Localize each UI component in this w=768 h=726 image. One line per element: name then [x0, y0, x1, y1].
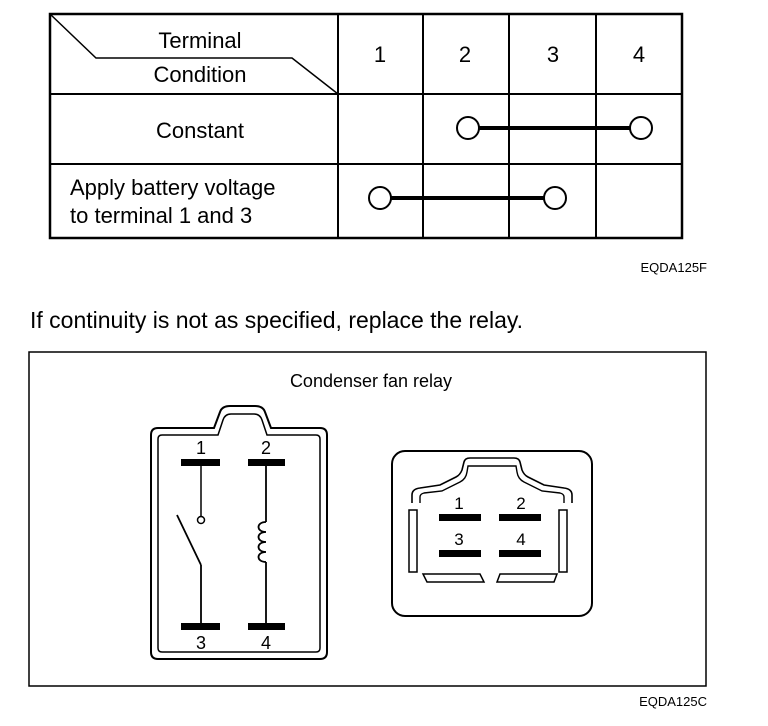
header-diagonal	[49, 13, 339, 95]
connector-pin-1	[439, 514, 481, 521]
connector-latch-right	[558, 509, 568, 573]
relay-schematic: 1 2 3 4	[150, 405, 328, 660]
schematic-outer-case	[150, 405, 328, 660]
header-condition: Condition	[154, 62, 247, 87]
figure-code-relay: EQDA125C	[639, 694, 707, 709]
switch-arm	[176, 514, 202, 566]
connector-label-4: 4	[516, 530, 525, 549]
continuity-node-row-2-terminal-3	[543, 186, 567, 210]
table-border	[48, 12, 684, 240]
connector-latch-left	[408, 509, 418, 573]
relay-figure-border	[28, 351, 707, 687]
schematic-label-4: 4	[261, 633, 271, 653]
schematic-pad-2	[248, 459, 285, 466]
continuity-node-row-1-terminal-2	[456, 116, 480, 140]
coil-winding	[257, 521, 267, 563]
terminal-header-3: 3	[547, 42, 559, 67]
continuity-table: Terminal Condition 1 2 3 4 Constant Appl…	[48, 12, 684, 240]
relay-connector: 1 2 3 4	[391, 450, 593, 617]
schematic-pad-1	[181, 459, 220, 466]
header-terminal: Terminal	[158, 28, 241, 53]
condition-constant: Constant	[156, 118, 244, 143]
connector-pin-3	[439, 550, 481, 557]
continuity-node-row-1-terminal-4	[629, 116, 653, 140]
terminal-header-2: 2	[459, 42, 471, 67]
connector-key-inner	[419, 465, 565, 503]
schematic-label-1: 1	[196, 438, 206, 458]
connector-slot-left	[421, 573, 486, 583]
instruction-text: If continuity is not as specified, repla…	[30, 307, 523, 333]
connector-pin-4	[499, 550, 541, 557]
connector-key-outer	[411, 457, 573, 503]
schematic-inner-case	[157, 413, 321, 653]
continuity-marks	[368, 116, 653, 210]
switch-contact	[196, 515, 206, 525]
connector-slot-right	[495, 573, 559, 583]
relay-title: Condenser fan relay	[290, 371, 452, 391]
condition-battery-line2: to terminal 1 and 3	[70, 203, 252, 228]
schematic-label-2: 2	[261, 438, 271, 458]
condition-battery-line1: Apply battery voltage	[70, 175, 275, 200]
terminal-header-1: 1	[374, 42, 386, 67]
figure-code-table: EQDA125F	[641, 260, 708, 275]
connector-pin-2	[499, 514, 541, 521]
connector-label-2: 2	[516, 494, 525, 513]
relay-figure-panel: Condenser fan relay 1 2 3 4	[28, 351, 707, 687]
schematic-pad-4	[248, 623, 285, 630]
schematic-pad-3	[181, 623, 220, 630]
schematic-label-3: 3	[196, 633, 206, 653]
connector-housing	[391, 450, 593, 617]
connector-label-3: 3	[454, 530, 463, 549]
connector-label-1: 1	[454, 494, 463, 513]
continuity-node-row-2-terminal-1	[368, 186, 392, 210]
terminal-header-4: 4	[633, 42, 645, 67]
